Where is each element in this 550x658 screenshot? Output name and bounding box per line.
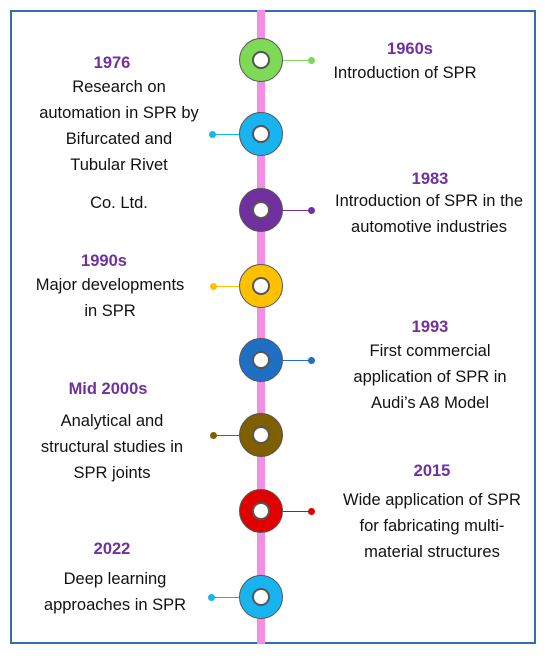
event-desc-1960s: Introduction of SPR <box>333 64 477 82</box>
connector-1960s <box>283 60 310 61</box>
connector-1993 <box>283 360 310 361</box>
timeline-node-2015 <box>239 489 283 533</box>
connector-dot-1983 <box>308 207 315 214</box>
connector-1990s <box>216 286 239 287</box>
event-desc-1983: Introduction of SPR in the automotive in… <box>334 192 524 236</box>
timeline-node-1990s <box>239 264 283 308</box>
connector-2015 <box>283 511 310 512</box>
connector-2022 <box>214 597 239 598</box>
year-1976: 1976 <box>93 54 131 72</box>
connector-1983 <box>283 210 310 211</box>
event-desc-1993: First commercial application of SPR in A… <box>353 342 507 412</box>
connector-mid-2000s <box>216 435 239 436</box>
connector-dot-2015 <box>308 508 315 515</box>
event-desc-mid-2000s: Analytical and structural studies in SPR… <box>40 412 184 482</box>
connector-dot-2022 <box>208 594 215 601</box>
year-2022: 2022 <box>93 540 131 558</box>
timeline-node-1976 <box>239 112 283 156</box>
connector-dot-1993 <box>308 357 315 364</box>
diagram-frame <box>10 10 536 644</box>
connector-1976 <box>215 134 239 135</box>
year-mid-2000s: Mid 2000s <box>68 380 148 398</box>
year-1990s: 1990s <box>81 252 127 270</box>
connector-dot-1976 <box>209 131 216 138</box>
timeline-node-1993 <box>239 338 283 382</box>
event-desc-2022: Deep learning approaches in SPR <box>43 570 187 614</box>
year-1993: 1993 <box>411 318 449 336</box>
event-desc-1990s: Major developments in SPR <box>35 276 185 320</box>
timeline-node-mid-2000s <box>239 413 283 457</box>
year-2015: 2015 <box>413 462 451 480</box>
connector-dot-1990s <box>210 283 217 290</box>
timeline-node-2022 <box>239 575 283 619</box>
event-desc-1976: Research on automation in SPR by Bifurca… <box>39 78 199 212</box>
year-1960s: 1960s <box>387 40 433 58</box>
timeline-spine <box>257 10 265 644</box>
year-1983: 1983 <box>411 170 449 188</box>
connector-dot-mid-2000s <box>210 432 217 439</box>
timeline-node-1983 <box>239 188 283 232</box>
connector-dot-1960s <box>308 57 315 64</box>
event-desc-2015: Wide application of SPR for fabricating … <box>343 491 521 561</box>
timeline-node-1960s <box>239 38 283 82</box>
